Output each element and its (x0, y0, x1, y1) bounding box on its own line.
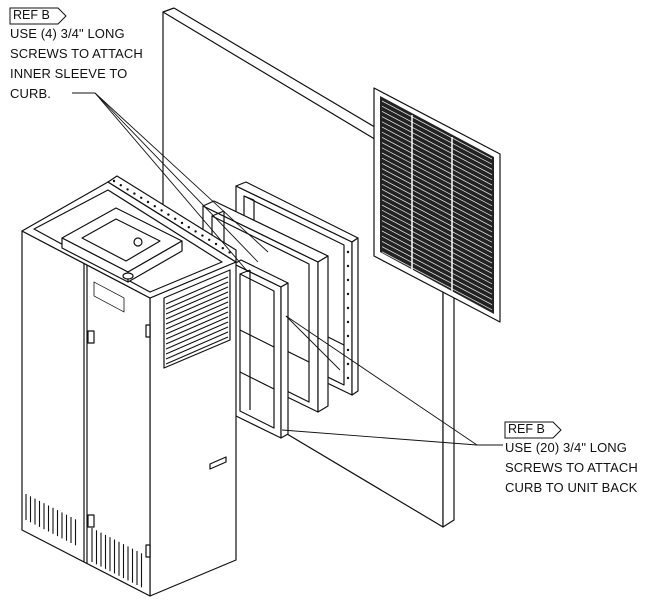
grille-louver (381, 168, 493, 227)
screw-dot (221, 247, 224, 250)
ref-tag-bottom: REF B (504, 421, 562, 439)
grille-louver (381, 116, 493, 175)
grille-louver (381, 189, 493, 248)
grille-louver (381, 251, 493, 311)
grille-louver (381, 147, 493, 207)
screw-dot (346, 320, 350, 324)
screw-dot (174, 217, 177, 220)
grille-louver (381, 105, 493, 165)
screw-dot (146, 200, 150, 204)
screw-dot (153, 205, 156, 208)
screw-dot (160, 209, 163, 212)
screw-dot (214, 242, 218, 246)
side-louver (165, 321, 229, 350)
side-louver (165, 276, 229, 305)
grille-louver (381, 220, 493, 279)
screw-dot (187, 226, 190, 229)
screw-dot (140, 196, 143, 199)
screw-dot (346, 278, 350, 282)
screw-dot (346, 306, 350, 310)
side-louver (165, 326, 229, 355)
callout-top: REF B USE (4) 3/4" LONG SCREWS TO ATTACH… (9, 6, 143, 104)
screw-dot (201, 234, 204, 237)
callout-line: USE (4) 3/4" LONG (10, 26, 125, 41)
callout-line: CURB TO UNIT BACK (505, 480, 638, 495)
grille-louver (381, 152, 493, 212)
callout-line: SCREWS TO ATTACH (505, 460, 638, 475)
side-louver (165, 291, 229, 320)
side-louver (165, 316, 229, 345)
grille-louver (381, 204, 493, 264)
grille-louver (381, 246, 493, 305)
grille-louver (381, 100, 493, 160)
side-louver (165, 336, 229, 365)
screw-dot (346, 334, 350, 338)
grille-louver (381, 183, 493, 243)
leader-lines (72, 92, 503, 446)
screw-dot (133, 192, 136, 195)
callout-line: USE (20) 3/4" LONG (505, 440, 628, 455)
grille-louver (381, 230, 493, 290)
screw-dot (346, 362, 350, 366)
screw-dot (346, 348, 350, 352)
grille-louver (381, 163, 493, 222)
grille-louver (381, 157, 493, 217)
screw-dot (208, 238, 211, 241)
grille-louver (381, 209, 493, 269)
screw-dot (112, 179, 116, 183)
ref-tag-label: REF B (508, 422, 545, 436)
screw-dot (194, 230, 197, 233)
side-louver (165, 331, 229, 360)
side-louver (165, 311, 229, 340)
screw-dot (167, 213, 170, 216)
grille-louver (381, 126, 493, 186)
side-louver (165, 296, 229, 325)
grille-louver (381, 199, 493, 259)
screw-dot (180, 221, 184, 225)
screw-dot (346, 292, 350, 296)
callout-line: SCREWS TO ATTACH (10, 46, 143, 61)
grille-louver (381, 111, 493, 170)
grille-louver (381, 178, 493, 238)
callout-bottom: REF B USE (20) 3/4" LONG SCREWS TO ATTAC… (504, 420, 638, 498)
grille-louver (381, 173, 493, 233)
grille-louver (381, 194, 493, 253)
grille-louver (381, 235, 493, 295)
callout-line: INNER SLEEVE TO (10, 66, 128, 81)
screw-dot (346, 250, 350, 254)
grille-louver (381, 215, 493, 274)
grille-louver (381, 241, 493, 300)
side-louver (165, 306, 229, 335)
wall-grille (373, 87, 501, 323)
grille-louver (381, 131, 493, 191)
grille-louver (381, 137, 493, 196)
callout-line: CURB. (10, 86, 51, 101)
side-louver (165, 301, 229, 330)
front-frame (233, 259, 289, 439)
screw-dot (119, 184, 123, 187)
grille-louver (381, 121, 493, 181)
side-louver (165, 286, 229, 315)
grille-louver (381, 142, 493, 201)
ref-tag-top: REF B (9, 7, 67, 25)
side-louver (165, 281, 229, 310)
grille-louver (381, 225, 493, 285)
hvac-unit-cabinet (21, 175, 237, 597)
screw-dot (346, 376, 350, 380)
ref-tag-label: REF B (13, 8, 50, 22)
screw-dot (126, 188, 129, 191)
screw-dot (346, 264, 350, 268)
